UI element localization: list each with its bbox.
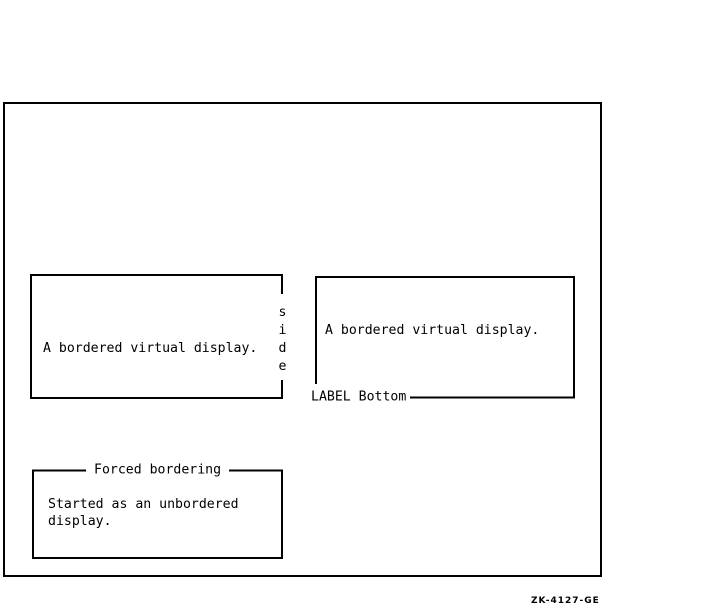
side-border-label: side [278, 305, 287, 374]
virtual-display-side-labeled: side A bordered virtual display. [30, 274, 286, 399]
virtual-display-bottom-labeled: A bordered virtual display. LABEL Bottom [311, 276, 575, 405]
border-segment-top-left [32, 469, 86, 471]
bottom-border-label-row: LABEL Bottom [311, 390, 575, 405]
top-border-label-row: Forced bordering [32, 463, 283, 478]
figure-number: ZK-4127-GE [531, 596, 600, 606]
display-content-text: A bordered virtual display. [43, 341, 258, 356]
border-segment-left [315, 278, 317, 384]
display-content-text: A bordered virtual display. [325, 323, 540, 338]
virtual-display-forced-bordering: Forced bordering Started as an unbordere… [32, 463, 283, 559]
bottom-border-label: LABEL Bottom [311, 389, 407, 405]
content-line-2: display. [48, 514, 112, 529]
terminal-screen-frame: side A bordered virtual display. A borde… [3, 102, 602, 577]
content-line-1: Started as an unbordered [48, 497, 239, 512]
border-segment-top-right [229, 469, 283, 471]
border-segment-right-top [281, 276, 283, 294]
border-segment-right-bottom [281, 380, 283, 397]
top-border-label: Forced bordering [94, 462, 222, 478]
border-segment-bottom [410, 396, 575, 398]
display-content-text: Started as an unbordered display. [48, 496, 239, 530]
